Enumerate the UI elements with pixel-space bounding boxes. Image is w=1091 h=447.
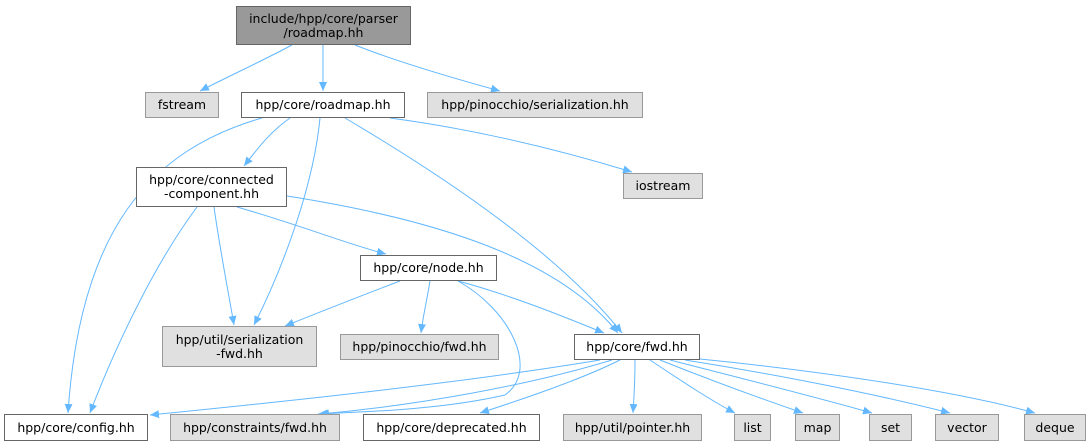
edge-root-to-pinser	[354, 44, 501, 93]
node-core-fwd-label: hpp/core/fwd.hh	[586, 339, 688, 354]
edge-connected-to-node	[236, 206, 387, 256]
edges-layer	[64, 44, 1036, 419]
edge-corefwd-to-deque	[699, 358, 1036, 415]
edge-node-to-utilser	[284, 280, 401, 327]
node-iostream[interactable]: iostream	[623, 173, 703, 199]
edge-connected-to-corefwd	[286, 195, 619, 334]
edge-corefwd-to-deprecated	[479, 359, 621, 415]
edge-node-to-corefwd	[457, 280, 605, 334]
edge-roadmap-to-config	[64, 117, 263, 414]
node-deque-label: deque	[1035, 419, 1075, 435]
node-config-label: hpp/core/config.hh	[17, 419, 135, 435]
edge-corefwd-to-list	[649, 359, 736, 414]
edge-root-to-fstream	[199, 44, 293, 92]
node-deprecated-label: hpp/core/deprecated.hh	[376, 419, 527, 435]
node-core-fwd[interactable]: hpp/core/fwd.hh	[574, 334, 700, 360]
node-map[interactable]: map	[795, 414, 840, 441]
node-roadmap-label: hpp/core/roadmap.hh	[255, 97, 391, 112]
node-root[interactable]: include/hpp/core/parser /roadmap.hh	[236, 6, 411, 45]
node-node-label: hpp/core/node.hh	[373, 260, 484, 275]
node-pinocchio-fwd-label: hpp/pinocchio/fwd.hh	[352, 339, 487, 354]
edge-node-to-pinfwd	[418, 280, 431, 334]
node-vector[interactable]: vector	[935, 414, 999, 441]
edge-corefwd-to-set	[669, 359, 873, 415]
edge-roadmap-to-corefwd	[344, 117, 623, 334]
node-deque[interactable]: deque	[1024, 414, 1086, 441]
node-map-label: map	[803, 419, 832, 435]
node-set[interactable]: set	[869, 414, 912, 441]
node-vector-label: vector	[947, 419, 987, 435]
edge-corefwd-to-config	[149, 359, 601, 419]
node-roadmap[interactable]: hpp/core/roadmap.hh	[241, 92, 405, 118]
edge-corefwd-to-map	[659, 359, 804, 414]
edge-node-to-constraints	[317, 280, 521, 418]
node-fstream[interactable]: fstream	[145, 92, 219, 118]
node-pinocchio-serialization-label: hpp/pinocchio/serialization.hh	[441, 97, 629, 112]
node-util-pointer-label: hpp/util/pointer.hh	[574, 419, 691, 435]
node-list[interactable]: list	[734, 414, 771, 441]
node-set-label: set	[880, 419, 901, 435]
node-constraints-fwd[interactable]: hpp/constraints/fwd.hh	[170, 414, 340, 441]
edge-connected-to-config	[89, 206, 198, 414]
node-config[interactable]: hpp/core/config.hh	[4, 414, 148, 441]
node-util-serialization-fwd-label: hpp/util/serialization -fwd.hh	[175, 331, 304, 361]
edge-corefwd-to-vector	[684, 359, 951, 415]
node-list-label: list	[743, 419, 762, 435]
node-connected-component[interactable]: hpp/core/connected -component.hh	[136, 167, 287, 207]
node-root-label: include/hpp/core/parser /roadmap.hh	[249, 10, 398, 40]
node-fstream-label: fstream	[157, 97, 207, 112]
node-node[interactable]: hpp/core/node.hh	[360, 255, 497, 281]
node-connected-component-label: hpp/core/connected -component.hh	[149, 172, 274, 201]
node-pinocchio-serialization[interactable]: hpp/pinocchio/serialization.hh	[427, 92, 643, 118]
node-iostream-label: iostream	[635, 178, 691, 193]
edge-roadmap-to-utilser	[253, 117, 321, 326]
node-constraints-fwd-label: hpp/constraints/fwd.hh	[183, 419, 327, 435]
edge-corefwd-to-constraints	[319, 359, 613, 418]
node-pinocchio-fwd[interactable]: hpp/pinocchio/fwd.hh	[340, 334, 499, 360]
node-util-pointer[interactable]: hpp/util/pointer.hh	[563, 414, 702, 441]
edge-roadmap-to-iostream	[389, 117, 633, 174]
edge-roadmap-to-connected	[243, 117, 291, 167]
edge-connected-to-utilser	[213, 206, 237, 326]
node-util-serialization-fwd[interactable]: hpp/util/serialization -fwd.hh	[162, 326, 317, 367]
edge-corefwd-to-pointer	[629, 359, 638, 414]
node-deprecated[interactable]: hpp/core/deprecated.hh	[363, 414, 540, 441]
